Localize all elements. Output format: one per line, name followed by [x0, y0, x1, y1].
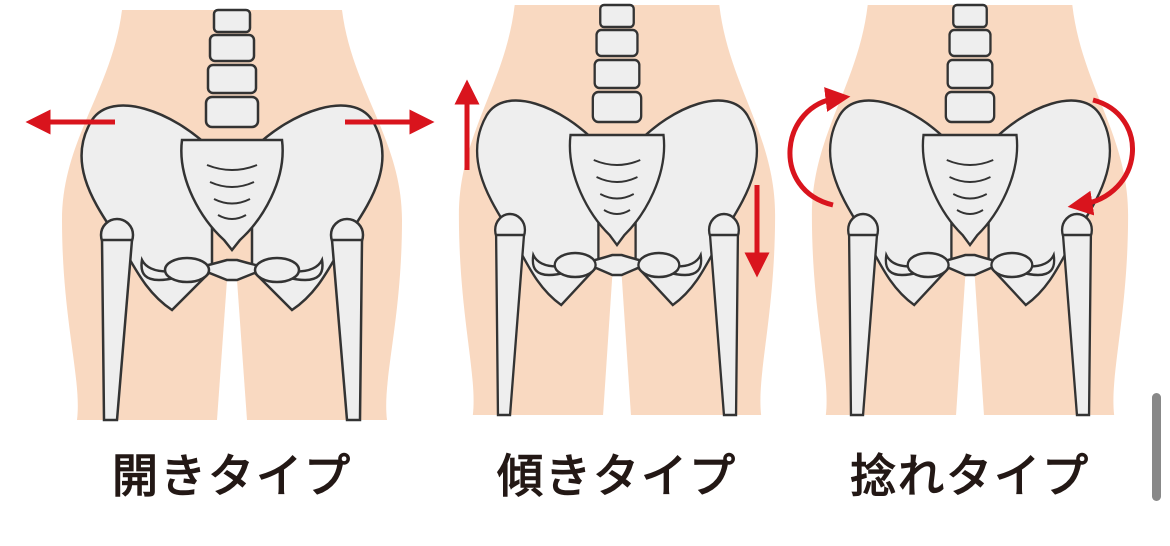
label-twist-type: 捻れタイプ: [850, 449, 1090, 503]
scrollbar[interactable]: [1152, 393, 1161, 501]
panel-tilt-type: [454, 3, 777, 417]
arrow-curved-right-icon: [1067, 97, 1135, 216]
panel-open-type: [25, 8, 435, 422]
label-tilt-type: 傾きタイプ: [497, 449, 737, 503]
label-open-type: 開きタイプ: [112, 449, 352, 503]
arrow-curved-left-icon: [787, 87, 851, 208]
pelvis-skeleton: [60, 8, 404, 422]
pelvis-skeleton: [810, 3, 1130, 417]
pelvis-skeleton: [457, 3, 777, 417]
panel-twist-type: [787, 3, 1135, 417]
